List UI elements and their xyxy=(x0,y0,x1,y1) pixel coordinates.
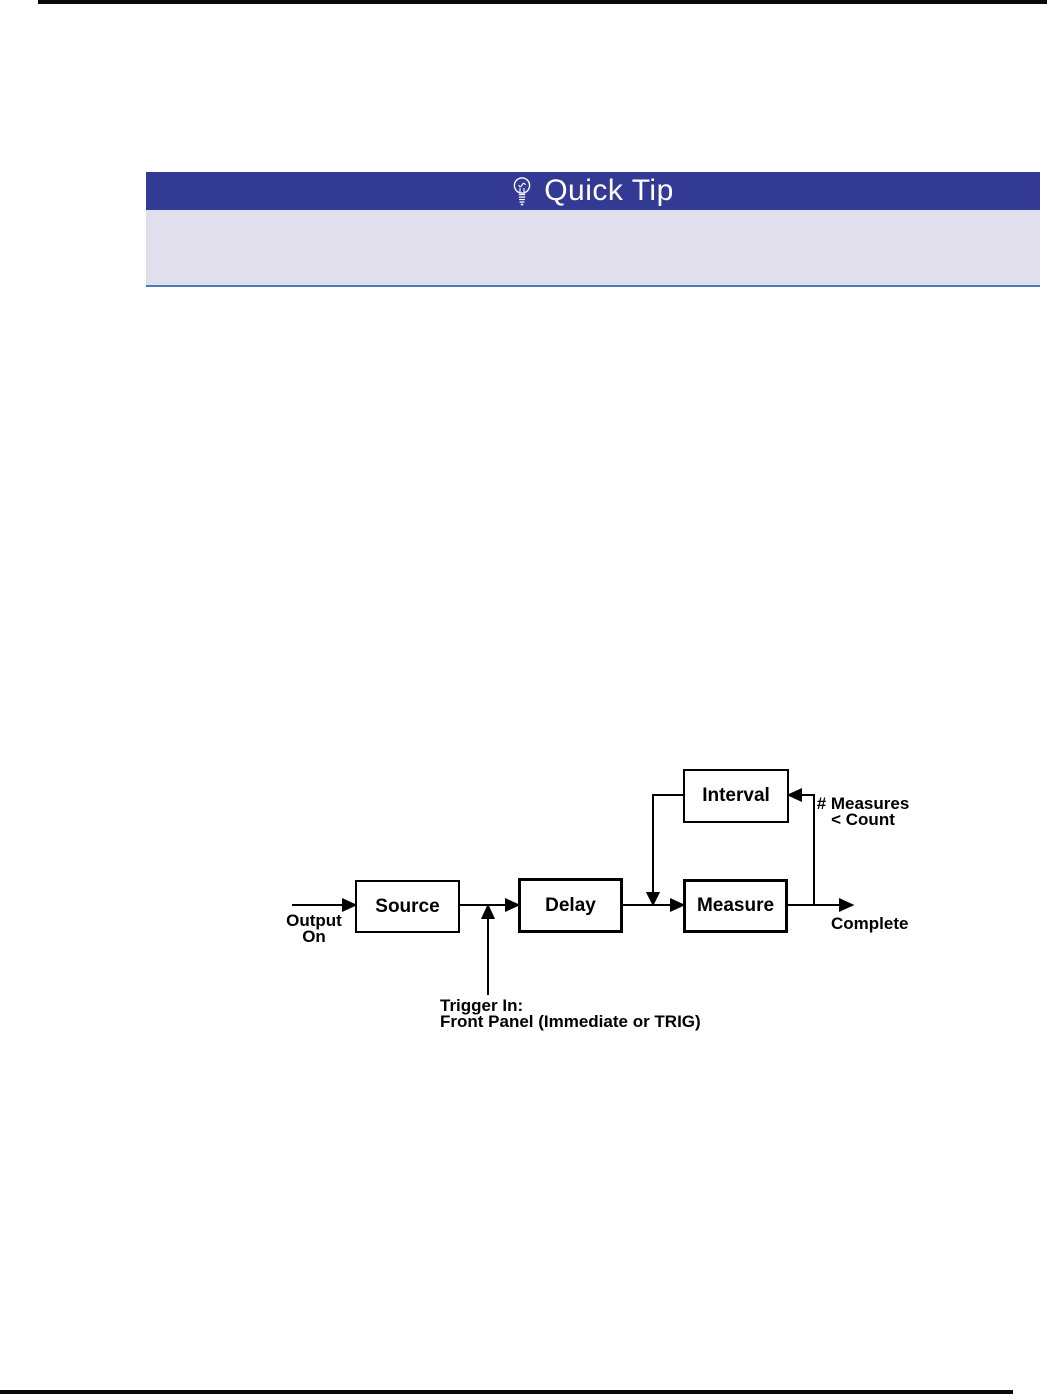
quick-tip-title: Quick Tip xyxy=(544,174,674,207)
node-interval: Interval xyxy=(683,769,789,823)
label-measures-line1: # Measures xyxy=(816,794,910,813)
node-measure-label: Measure xyxy=(696,895,775,916)
node-measure: Measure xyxy=(683,879,788,933)
arrowhead-into-measure xyxy=(670,897,686,913)
label-output-on: Output On xyxy=(283,911,345,946)
arrowhead-interval-down xyxy=(645,892,661,907)
node-delay: Delay xyxy=(518,878,623,933)
label-complete: Complete xyxy=(831,914,909,933)
arrowhead-into-source xyxy=(342,897,358,913)
label-measures-line2: < Count xyxy=(831,810,895,829)
edge-loopback-to-interval xyxy=(802,794,815,905)
label-trigger-line1: Trigger In: xyxy=(440,996,524,1015)
quick-tip-callout: Quick Tip xyxy=(146,172,1040,287)
label-complete-text: Complete xyxy=(831,914,909,933)
label-trigger-in: Trigger In: Front Panel (Immediate or TR… xyxy=(440,996,701,1031)
arrowhead-into-delay xyxy=(505,897,521,913)
page-top-rule xyxy=(38,0,1047,4)
label-trigger-line2: Front Panel (Immediate or TRIG) xyxy=(440,1012,701,1031)
edge-interval-to-line xyxy=(652,794,683,894)
node-source-label: Source xyxy=(375,895,440,917)
quick-tip-body xyxy=(146,210,1040,287)
node-delay-label: Delay xyxy=(545,894,596,916)
arrowhead-into-interval xyxy=(786,787,802,803)
arrowhead-trigger-up xyxy=(480,903,496,919)
quick-tip-header: Quick Tip xyxy=(146,172,1040,210)
label-output-line2: On xyxy=(302,927,326,946)
node-source: Source xyxy=(355,880,460,933)
arrowhead-complete xyxy=(839,897,855,913)
label-measures-count: # Measures < Count xyxy=(816,794,910,829)
label-output-line1: Output xyxy=(286,911,342,930)
node-interval-label: Interval xyxy=(702,785,770,806)
page-bottom-rule xyxy=(0,1390,1013,1394)
lightbulb-icon xyxy=(513,176,531,205)
